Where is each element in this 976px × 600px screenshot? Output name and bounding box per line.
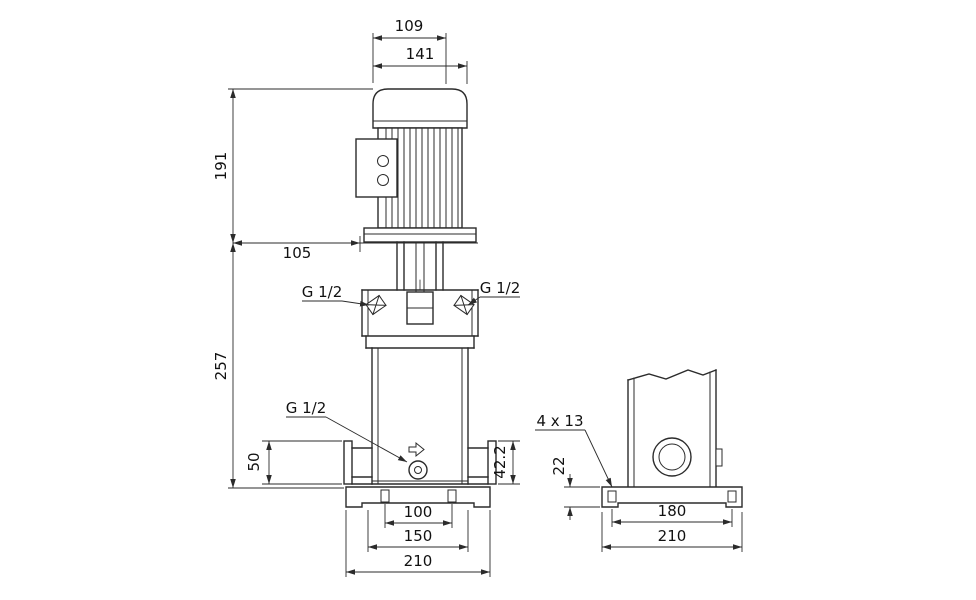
label-drain-port: G 1/2: [286, 399, 327, 417]
drain-boss: [715, 448, 723, 467]
suction-flange: [343, 440, 353, 485]
base-bolt-slot-right: [727, 490, 737, 503]
base-view-sleeve: [627, 369, 723, 488]
port-opening-inner: [658, 443, 686, 471]
cable-entry-bottom: [377, 174, 389, 186]
motor: [355, 88, 477, 243]
label-vent-port-left: G 1/2: [302, 283, 343, 301]
terminal-box: [355, 138, 398, 198]
dim-pump-height: 257: [212, 352, 230, 381]
dim-base-height: 22: [550, 456, 568, 475]
dim-motor-top-width: 109: [395, 17, 424, 35]
bolt-slot-left: [380, 489, 390, 503]
dim-suction-height: 50: [245, 452, 263, 471]
dim-head-depth: 105: [283, 244, 312, 262]
pump-head: [361, 289, 479, 349]
front-view: [343, 88, 497, 508]
motor-flange: [363, 227, 477, 243]
flow-direction-arrow-icon: [408, 441, 425, 458]
dim-base-bolt-spacing-side: 180: [658, 502, 687, 520]
dim-base-mid-width: 150: [404, 527, 433, 545]
coupling-lantern: [396, 241, 444, 301]
cable-entry-top: [377, 155, 389, 167]
dim-discharge-height: 42.2: [491, 445, 509, 478]
dim-base-width-side: 210: [658, 527, 687, 545]
base-dimension-lines: [535, 429, 743, 552]
break-line: [627, 369, 717, 381]
pump-base: [343, 440, 497, 508]
label-bolt-holes: 4 x 13: [536, 412, 583, 430]
base-view-foot: [601, 486, 743, 508]
label-vent-port-right: G 1/2: [480, 279, 521, 297]
base-view: [601, 369, 743, 508]
vent-plug-right: [453, 294, 475, 316]
front-dimension-lines: [228, 33, 520, 577]
dim-base-bolt-spacing: 100: [404, 503, 433, 521]
bolt-slot-right: [447, 489, 457, 503]
vent-plug-left: [365, 294, 387, 316]
dim-motor-height: 191: [212, 152, 230, 181]
dim-base-width-front: 210: [404, 552, 433, 570]
chamber-sleeve: [371, 347, 469, 485]
dimension-labels: 109 141 191 105 257 G 1/2 G 1/2 G 1/2 50…: [212, 17, 686, 570]
discharge-flange: [487, 440, 497, 485]
dim-motor-width: 141: [406, 45, 435, 63]
base-bolt-slot-left: [607, 490, 617, 503]
fan-cover: [372, 88, 468, 129]
